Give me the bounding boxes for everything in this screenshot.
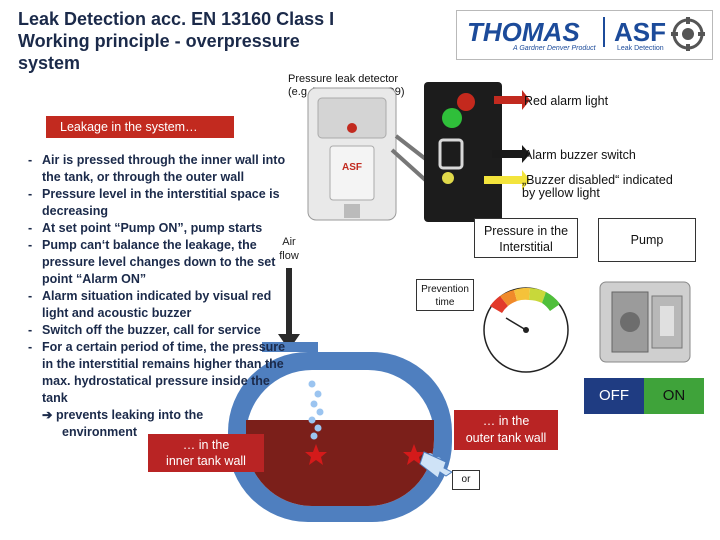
- green-light-icon: [442, 108, 462, 128]
- list-item-conclusion: ➔ prevents leaking into the: [42, 408, 204, 422]
- interstitial-pressure-box: Pressure in the Interstitial: [474, 218, 578, 258]
- air-bubbles: [308, 380, 324, 440]
- indicator-panel: [424, 82, 502, 222]
- right-arrow-icon: ➔: [42, 408, 56, 422]
- outer-wall-leak-box: … in the outer tank wall: [454, 410, 558, 450]
- inner-wall-leak-box: … in the inner tank wall: [148, 434, 264, 472]
- buzzer-switch-icon: [438, 138, 464, 170]
- list-item-conclusion-end: environment: [62, 425, 138, 439]
- logo-asf-text: ASF: [614, 17, 666, 47]
- red-light-icon: [457, 93, 475, 111]
- logo-separator: [603, 17, 605, 47]
- title-line-3: system: [18, 53, 81, 73]
- airflow-label: Air flow: [279, 236, 299, 262]
- leak-detector-device: ASF: [307, 87, 397, 221]
- svg-text:ASF: ASF: [342, 162, 362, 173]
- or-label: or: [452, 470, 480, 490]
- yellow-light-icon: [442, 172, 454, 184]
- list-item: Air is pressed through the inner wall in…: [28, 152, 288, 186]
- buzzer-switch-label: Alarm buzzer switch: [524, 148, 636, 162]
- tank: [228, 342, 453, 522]
- leak-star-icon: [305, 444, 327, 465]
- pump-device: [599, 281, 691, 363]
- red-alarm-label: Red alarm light: [524, 94, 609, 108]
- page-title: Leak Detection acc. EN 13160 Class I Wor…: [18, 8, 398, 74]
- prevention-time-box: Prevention time: [416, 279, 474, 311]
- pressure-gauge: [483, 287, 569, 373]
- logo-brand-text: THOMAS: [467, 17, 580, 47]
- list-item: At set point “Pump ON”, pump starts: [28, 220, 288, 237]
- title-line-1: Leak Detection acc. EN 13160 Class I: [18, 9, 335, 29]
- pump-label-box: Pump: [598, 218, 696, 262]
- pump-on-indicator: ON: [644, 378, 704, 414]
- pump-off-indicator: OFF: [584, 378, 644, 414]
- buzzer-disabled-label: „Buzzer disabled“ indicated by yellow li…: [522, 173, 673, 200]
- list-item: Pump can‘t balance the leakage, the pres…: [28, 237, 288, 288]
- leakage-banner: Leakage in the system…: [46, 116, 234, 138]
- list-item: Pressure level in the interstitial space…: [28, 186, 288, 220]
- list-item: Switch off the buzzer, call for service: [28, 322, 288, 339]
- thomas-asf-logo: THOMAS ASF A Gardner Denver Product Leak…: [456, 10, 713, 60]
- process-steps-list: Air is pressed through the inner wall in…: [28, 152, 288, 441]
- list-item: Alarm situation indicated by visual red …: [28, 288, 288, 322]
- logo-tagline: A Gardner Denver Product: [513, 45, 596, 52]
- title-line-2: Working principle - overpressure: [18, 31, 300, 51]
- leak-star-icon: [403, 444, 425, 465]
- list-item: For a certain period of time, the pressu…: [28, 339, 288, 407]
- logo-division: Leak Detection: [617, 45, 664, 52]
- logo-emblem-icon: [671, 17, 705, 51]
